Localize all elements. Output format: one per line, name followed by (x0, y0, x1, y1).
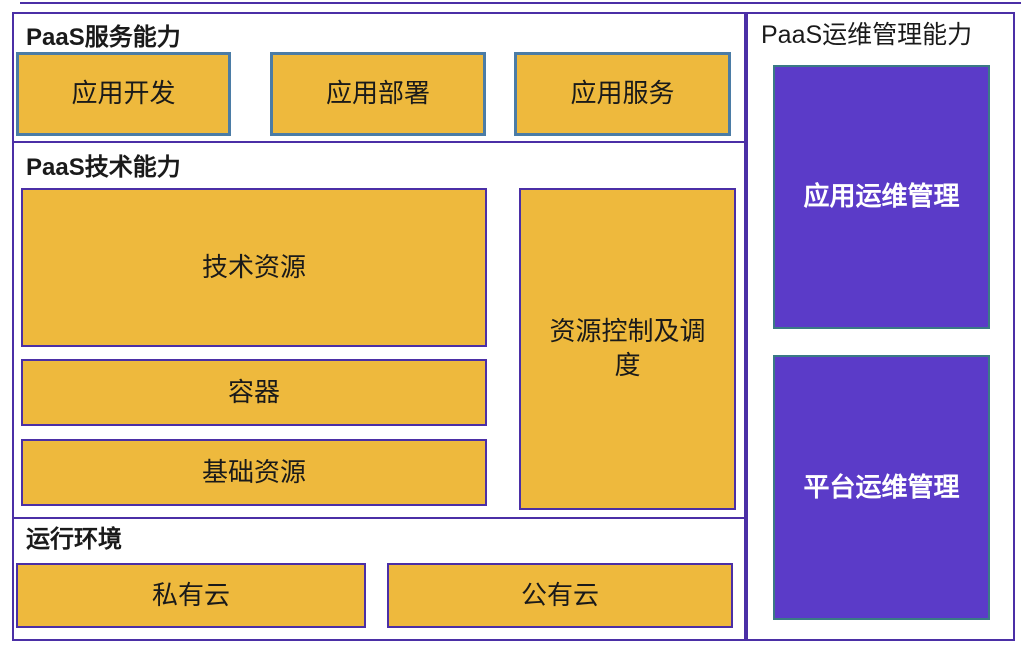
section-ops-management-title: PaaS运维管理能力 (761, 21, 973, 49)
box-container: 容器 (21, 359, 487, 426)
section-runtime-environment: 运行环境 私有云 公有云 (12, 517, 746, 641)
section-ops-management: PaaS运维管理能力 应用运维管理 平台运维管理 (746, 12, 1015, 641)
section-service-capability-title: PaaS服务能力 (26, 24, 181, 51)
section-runtime-environment-title: 运行环境 (26, 526, 122, 553)
box-app-deployment: 应用部署 (270, 52, 486, 136)
section-technical-capability-title: PaaS技术能力 (26, 154, 181, 181)
box-platform-ops-management: 平台运维管理 (773, 355, 990, 620)
section-technical-capability: PaaS技术能力 技术资源 容器 基础资源 资源控制及调度 (12, 141, 746, 519)
box-app-service: 应用服务 (514, 52, 731, 136)
box-public-cloud: 公有云 (387, 563, 733, 628)
box-private-cloud: 私有云 (16, 563, 366, 628)
section-service-capability: PaaS服务能力 应用开发 应用部署 应用服务 (12, 12, 746, 143)
top-border-line (20, 2, 1021, 4)
box-resource-control-scheduling: 资源控制及调度 (519, 188, 736, 510)
box-app-development: 应用开发 (16, 52, 231, 136)
box-technical-resources: 技术资源 (21, 188, 487, 347)
box-app-ops-management: 应用运维管理 (773, 65, 990, 329)
box-basic-resources: 基础资源 (21, 439, 487, 506)
